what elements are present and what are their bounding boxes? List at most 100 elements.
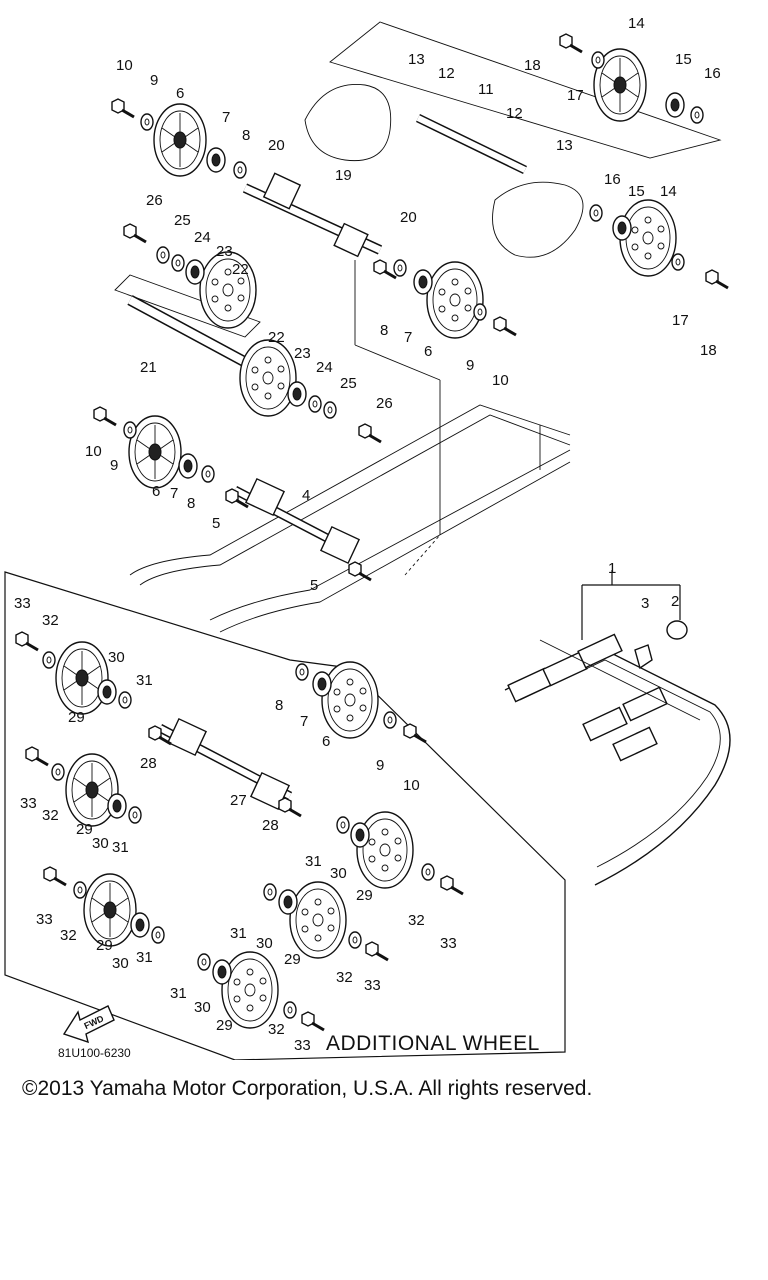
part-label: 33 [36, 911, 53, 928]
part-label: 33 [14, 595, 31, 612]
part-label: 10 [492, 372, 509, 389]
part-label: 28 [140, 755, 157, 772]
part-label: 33 [364, 977, 381, 994]
part-label: 32 [336, 969, 353, 986]
part-label: 29 [356, 887, 373, 904]
part-label: 9 [466, 357, 474, 374]
part-label: 15 [628, 183, 645, 200]
part-label: 22 [268, 329, 285, 346]
part-label: 27 [230, 792, 247, 809]
part-label: 9 [150, 72, 158, 89]
part-label: 3 [641, 595, 649, 612]
part-label: 29 [216, 1017, 233, 1034]
part-label: 8 [275, 697, 283, 714]
part-label: 32 [268, 1021, 285, 1038]
additional-wheel-box [4, 571, 566, 1060]
slide-rails [129, 404, 571, 633]
part-label: 12 [438, 65, 455, 82]
front-wheel-assembly [110, 97, 518, 535]
part-label: 30 [92, 835, 109, 852]
part-label: 23 [216, 243, 233, 260]
part-label: 31 [136, 672, 153, 689]
part-label: 23 [294, 345, 311, 362]
idler-shaft-assembly [114, 222, 383, 444]
part-label: 33 [440, 935, 457, 952]
part-label: 32 [60, 927, 77, 944]
part-label: 31 [230, 925, 247, 942]
part-label: 9 [110, 457, 118, 474]
part-label: 18 [700, 342, 717, 359]
part-label: 30 [112, 955, 129, 972]
part-label: 7 [170, 485, 178, 502]
part-label: 32 [408, 912, 425, 929]
part-label: 6 [424, 343, 432, 360]
part-label: 17 [567, 87, 584, 104]
part-label: 29 [96, 937, 113, 954]
rear-axle-assembly [304, 21, 730, 290]
part-label: 30 [194, 999, 211, 1016]
part-label: 10 [85, 443, 102, 460]
part-label: 16 [704, 65, 721, 82]
part-label: 30 [108, 649, 125, 666]
part-label: 13 [408, 51, 425, 68]
part-label: 10 [403, 777, 420, 794]
part-label: 31 [112, 839, 129, 856]
part-number-labels: 10 9 6 7 8 20 19 13 12 11 12 13 14 15 16… [14, 15, 721, 1060]
part-label: 8 [187, 495, 195, 512]
part-label: 25 [340, 375, 357, 392]
part-label: 32 [42, 807, 59, 824]
part-label: 29 [68, 709, 85, 726]
copyright-notice: ©2013 Yamaha Motor Corporation, U.S.A. A… [22, 1077, 593, 1100]
part-label: 18 [524, 57, 541, 74]
part-label: 14 [660, 183, 677, 200]
part-label: 24 [316, 359, 333, 376]
part-label: 10 [116, 57, 133, 74]
part-label: 20 [400, 209, 417, 226]
part-label: 8 [380, 322, 388, 339]
part-label: 30 [256, 935, 273, 952]
part-label: 5 [212, 515, 220, 532]
part-label: 6 [152, 483, 160, 500]
part-label: 9 [376, 757, 384, 774]
part-label: 2 [671, 593, 679, 610]
part-label: 20 [268, 137, 285, 154]
part-label: 19 [335, 167, 352, 184]
part-label: 26 [146, 192, 163, 209]
part-label: 17 [672, 312, 689, 329]
part-label: 13 [556, 137, 573, 154]
center-wheel-assembly [92, 405, 373, 582]
part-label: 30 [330, 865, 347, 882]
part-label: 31 [136, 949, 153, 966]
part-label: 31 [170, 985, 187, 1002]
part-label: 6 [322, 733, 330, 750]
part-label: 24 [194, 229, 211, 246]
part-label: 1 [608, 560, 616, 577]
part-label: 14 [628, 15, 645, 32]
part-label: 32 [42, 612, 59, 629]
part-label: 31 [305, 853, 322, 870]
part-label: 33 [20, 795, 37, 812]
part-label: 12 [506, 105, 523, 122]
part-label: 15 [675, 51, 692, 68]
part-label: 29 [284, 951, 301, 968]
part-label: 7 [300, 713, 308, 730]
part-label: 22 [232, 261, 249, 278]
part-label: 7 [222, 109, 230, 126]
part-label: 8 [242, 127, 250, 144]
part-label: 5 [310, 577, 318, 594]
drawing-code: 81U100-6230 [58, 1046, 131, 1060]
part-label: 21 [140, 359, 157, 376]
part-label: 4 [302, 487, 310, 504]
part-label: 6 [176, 85, 184, 102]
part-label: 26 [376, 395, 393, 412]
parts-exploded-diagram: FWD 10 9 6 7 8 20 19 13 12 11 12 13 14 1… [4, 15, 731, 1060]
part-label: 33 [294, 1037, 311, 1054]
fwd-arrow: FWD [62, 1005, 115, 1044]
part-label: 25 [174, 212, 191, 229]
part-label: 29 [76, 821, 93, 838]
part-label: 28 [262, 817, 279, 834]
additional-wheel-label: ADDITIONAL WHEEL [326, 1032, 540, 1055]
part-label: 16 [604, 171, 621, 188]
part-label: 7 [404, 329, 412, 346]
part-label: 11 [478, 81, 494, 98]
